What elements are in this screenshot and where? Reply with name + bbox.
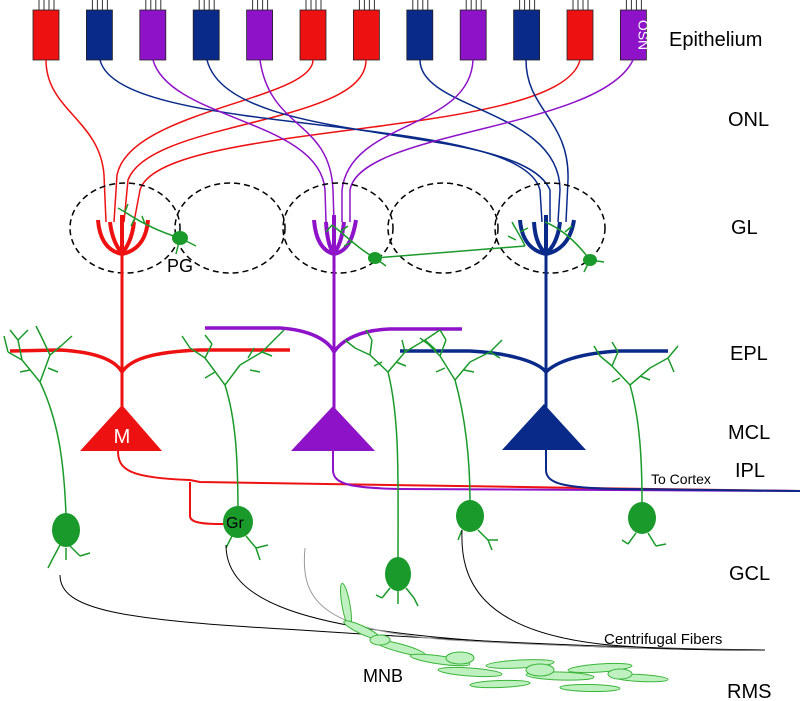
neuroblast-12 bbox=[445, 651, 475, 665]
granule-cell-5 bbox=[621, 502, 667, 547]
layer-onl: ONL bbox=[728, 109, 769, 131]
sensory-neuron-8 bbox=[406, 0, 434, 61]
mitral-cell-purple bbox=[291, 406, 375, 451]
granule-cell-1 bbox=[47, 513, 91, 569]
glomerulus-3 bbox=[282, 182, 394, 274]
axon-red-1 bbox=[45, 59, 107, 223]
axon-blue-3 bbox=[419, 59, 561, 223]
sensory-neuron-7 bbox=[352, 0, 380, 61]
pg-cell-2 bbox=[368, 252, 382, 264]
granule-dendrite-1 bbox=[3, 325, 73, 516]
pg-cell-bodies bbox=[172, 231, 597, 266]
neuroblast-15 bbox=[369, 634, 391, 646]
pg-cell-3 bbox=[583, 254, 597, 266]
layer-mcl: MCL bbox=[728, 422, 770, 444]
sensory-neuron-10 bbox=[513, 0, 540, 61]
sensory-neuron-12 bbox=[620, 0, 647, 61]
pg-label: PG bbox=[167, 256, 193, 276]
granule-dendrites bbox=[3, 325, 679, 559]
mitral-cell-bodies bbox=[80, 404, 586, 451]
sensory-neuron-4 bbox=[192, 0, 220, 61]
sensory-neuron-11 bbox=[566, 0, 594, 61]
mnb-label: MNB bbox=[363, 666, 403, 686]
mitral-cell-red bbox=[80, 405, 162, 451]
pg-process-2 bbox=[325, 224, 526, 267]
granule-cell-4 bbox=[456, 500, 498, 551]
layer-gcl: GCL bbox=[729, 563, 770, 585]
periglomerular-network bbox=[117, 203, 605, 273]
granule-cell-bodies bbox=[47, 500, 667, 607]
axon-blue-2 bbox=[206, 59, 551, 222]
layer-rms: RMS bbox=[727, 681, 771, 701]
axon-purple-1 bbox=[152, 59, 327, 223]
axon-purple-4 bbox=[349, 59, 634, 222]
layer-epl: EPL bbox=[730, 343, 768, 365]
neuroblast-5 bbox=[437, 666, 503, 678]
granule-cell-2 bbox=[223, 506, 269, 561]
axon-out-blue bbox=[545, 450, 800, 492]
centrifugal-fiber-4 bbox=[461, 529, 766, 651]
glomerulus-2 bbox=[174, 182, 286, 274]
neuroblast-14 bbox=[607, 668, 633, 680]
glomerulus-1 bbox=[69, 182, 181, 274]
sensory-neuron-2 bbox=[86, 0, 113, 61]
layer-epithelium: Epithelium bbox=[669, 29, 762, 51]
sensory-neuron-9 bbox=[459, 0, 487, 61]
granule-label: Gr bbox=[226, 515, 244, 532]
lateral-dendrite-blue bbox=[400, 349, 668, 375]
centrifugal-label: Centrifugal Fibers bbox=[604, 631, 722, 648]
neuroblast-10 bbox=[469, 679, 531, 689]
migrating-neuroblasts bbox=[340, 582, 669, 693]
sensory-neuron-6 bbox=[299, 0, 327, 61]
lateral-dendrite-red bbox=[9, 348, 290, 376]
epithelium-sensory-neurons: OSN bbox=[32, 0, 651, 61]
axon-collateral-red bbox=[189, 482, 232, 525]
layer-ipl: IPL bbox=[735, 460, 765, 482]
neuroblast-11 bbox=[559, 683, 621, 693]
axon-purple-3 bbox=[341, 59, 474, 222]
granule-dendrite-2 bbox=[181, 329, 285, 516]
mitral-primary-dendrites bbox=[120, 254, 548, 410]
neuroblast-13 bbox=[525, 663, 555, 677]
mitral-label: M bbox=[114, 426, 131, 448]
axon-out-purple bbox=[332, 451, 800, 492]
to-cortex-label: To Cortex bbox=[651, 471, 711, 487]
granule-dendrite-5 bbox=[593, 341, 679, 503]
osn-axons bbox=[45, 59, 634, 223]
pg-process-3 bbox=[507, 221, 605, 273]
axon-red-2 bbox=[113, 59, 314, 223]
glomerulus-5 bbox=[494, 182, 606, 274]
pg-cell-1 bbox=[172, 231, 188, 245]
axon-purple-2 bbox=[259, 59, 335, 223]
mitral-axons bbox=[117, 450, 800, 525]
axon-red-3 bbox=[123, 59, 367, 223]
lateral-dendrite-purple bbox=[205, 326, 462, 356]
osn-label: OSN bbox=[635, 20, 651, 50]
glomeruli bbox=[69, 182, 606, 274]
axon-blue-4 bbox=[525, 59, 569, 223]
lateral-dendrites bbox=[9, 326, 668, 376]
layer-gl: GL bbox=[731, 217, 758, 239]
axon-red-4 bbox=[133, 59, 581, 223]
pg-process-1 bbox=[117, 203, 197, 255]
granule-cell-3 bbox=[375, 557, 419, 607]
sensory-neuron-3 bbox=[139, 0, 167, 61]
centrifugal-fibers bbox=[59, 529, 766, 651]
granule-dendrite-3 bbox=[344, 329, 441, 559]
sensory-neuron-5 bbox=[246, 0, 274, 61]
glomerulus-4 bbox=[387, 182, 499, 274]
granule-dendrite-4 bbox=[419, 329, 503, 503]
axon-blue-1 bbox=[99, 59, 543, 223]
sensory-neuron-1 bbox=[32, 0, 60, 61]
mitral-cell-blue bbox=[502, 404, 586, 450]
